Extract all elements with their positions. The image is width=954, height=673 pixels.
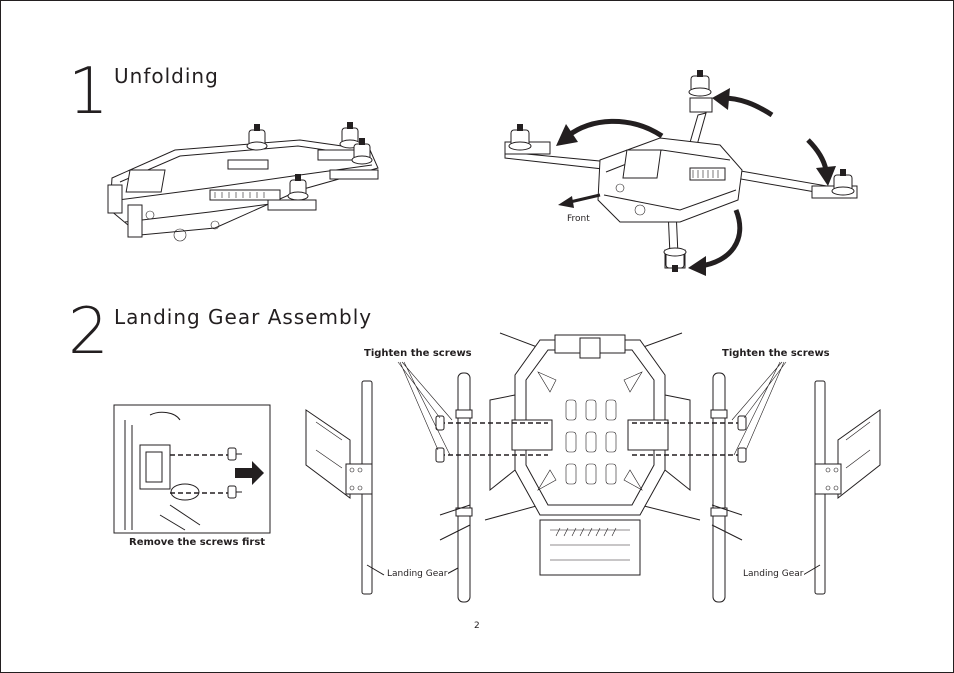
front-label: Front <box>567 214 590 224</box>
tighten-leader-lines <box>397 361 787 456</box>
unfolded-motors <box>508 70 855 272</box>
tighten-left-label: Tighten the screws <box>364 348 472 359</box>
step-2-title: Landing Gear Assembly <box>114 305 373 329</box>
right-tube <box>710 372 728 603</box>
step-1-title: Unfolding <box>114 64 219 88</box>
tighten-right-label: Tighten the screws <box>722 348 830 359</box>
unfold-arrows <box>556 88 836 276</box>
screw-icon <box>737 447 747 463</box>
folded-frame-illustration <box>107 139 379 242</box>
step-1-number: 1 <box>68 55 109 129</box>
detail-caption: Remove the screws first <box>129 537 266 548</box>
detail-box-illustration <box>113 404 271 534</box>
step-2-number: 2 <box>68 295 109 369</box>
landing-gear-left-label: Landing Gear <box>386 569 449 579</box>
frame-bottom-view <box>435 332 747 576</box>
screw-icon <box>737 415 747 431</box>
left-tube <box>444 372 473 603</box>
unfolded-frame-illustration <box>504 97 858 269</box>
landing-gear-right-label: Landing Gear <box>742 569 805 579</box>
screw-icon <box>435 447 445 463</box>
screw-icon <box>227 447 242 461</box>
screw-icon <box>435 415 445 431</box>
left-landing-gear <box>305 380 385 595</box>
front-arrow <box>558 193 601 208</box>
frame-cutouts <box>537 371 643 491</box>
right-landing-gear <box>802 380 881 595</box>
folded-motors <box>246 122 373 201</box>
page-number: 2 <box>474 621 480 631</box>
screw-icon <box>227 485 242 499</box>
